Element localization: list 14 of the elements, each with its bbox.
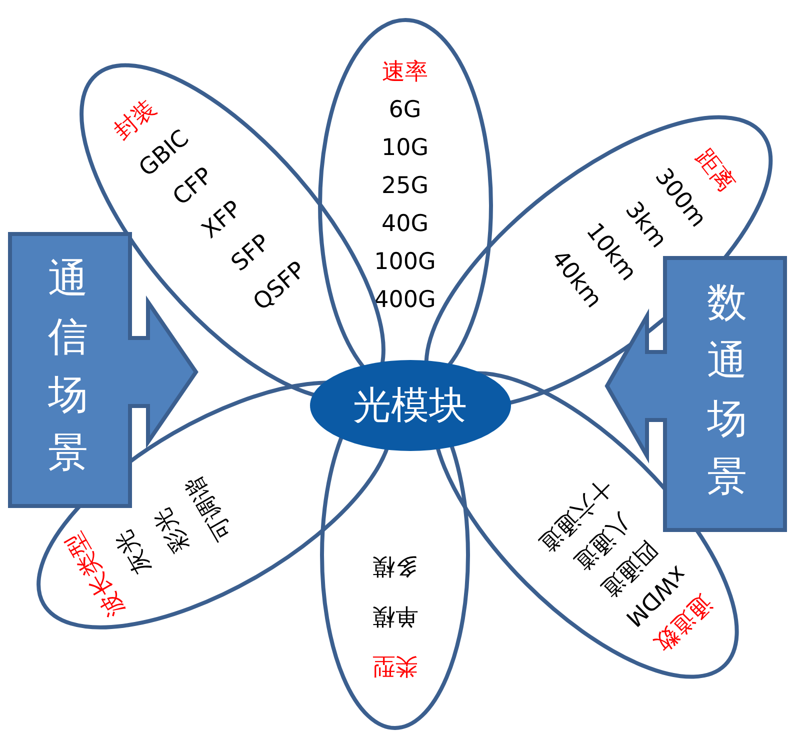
item-label: 100G [374, 248, 436, 276]
item-label: 400G [374, 286, 436, 314]
item-label: 多模 [372, 552, 418, 580]
scenario-label: 数通场景 [707, 279, 747, 502]
category-heading: 速率 [382, 58, 428, 86]
item-label: 10G [381, 134, 429, 162]
scenario-label: 通信场景 [48, 255, 88, 478]
center-label: 光模块 [353, 382, 467, 428]
item-label: 单模 [372, 602, 418, 630]
item-label: 6G [388, 96, 422, 124]
category-heading: 类型 [372, 652, 418, 680]
item-label: 25G [381, 172, 429, 200]
item-label: 40G [381, 210, 429, 238]
category-heading: 封装 [108, 94, 161, 146]
